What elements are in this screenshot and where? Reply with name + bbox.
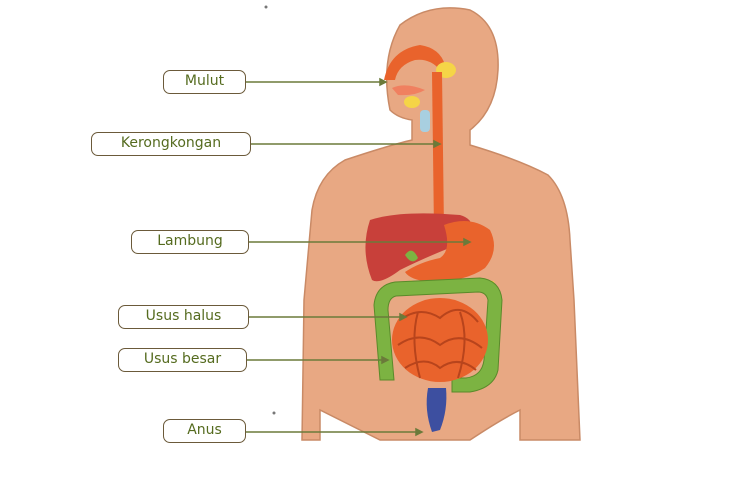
small-intestine-organ <box>392 298 488 382</box>
label-anus: Anus <box>163 419 246 443</box>
pointer-arrow-mouth <box>379 77 388 87</box>
esophagus-organ <box>432 72 444 232</box>
trachea <box>420 110 430 132</box>
rectum-organ <box>426 388 447 432</box>
stomach-organ <box>405 221 494 282</box>
gallbladder <box>405 250 418 262</box>
pointer-arrow-esophagus <box>433 139 442 149</box>
dot-decoration-2 <box>264 5 268 9</box>
pointer-arrow-anus <box>415 427 424 437</box>
label-usus-besar: Usus besar <box>118 348 247 372</box>
dot-decoration-1 <box>272 411 276 415</box>
label-kerongkongan: Kerongkongan <box>91 132 251 156</box>
pointer-arrow-large-intestine <box>381 355 390 365</box>
tongue <box>392 85 425 96</box>
pointer-arrow-stomach <box>463 237 472 247</box>
pointer-arrow-small-intestine <box>399 312 408 322</box>
label-lambung: Lambung <box>131 230 249 254</box>
mouth-organ <box>384 45 445 80</box>
label-usus-halus: Usus halus <box>118 305 249 329</box>
salivary-gland-lower <box>404 96 420 108</box>
label-mulut: Mulut <box>163 70 246 94</box>
